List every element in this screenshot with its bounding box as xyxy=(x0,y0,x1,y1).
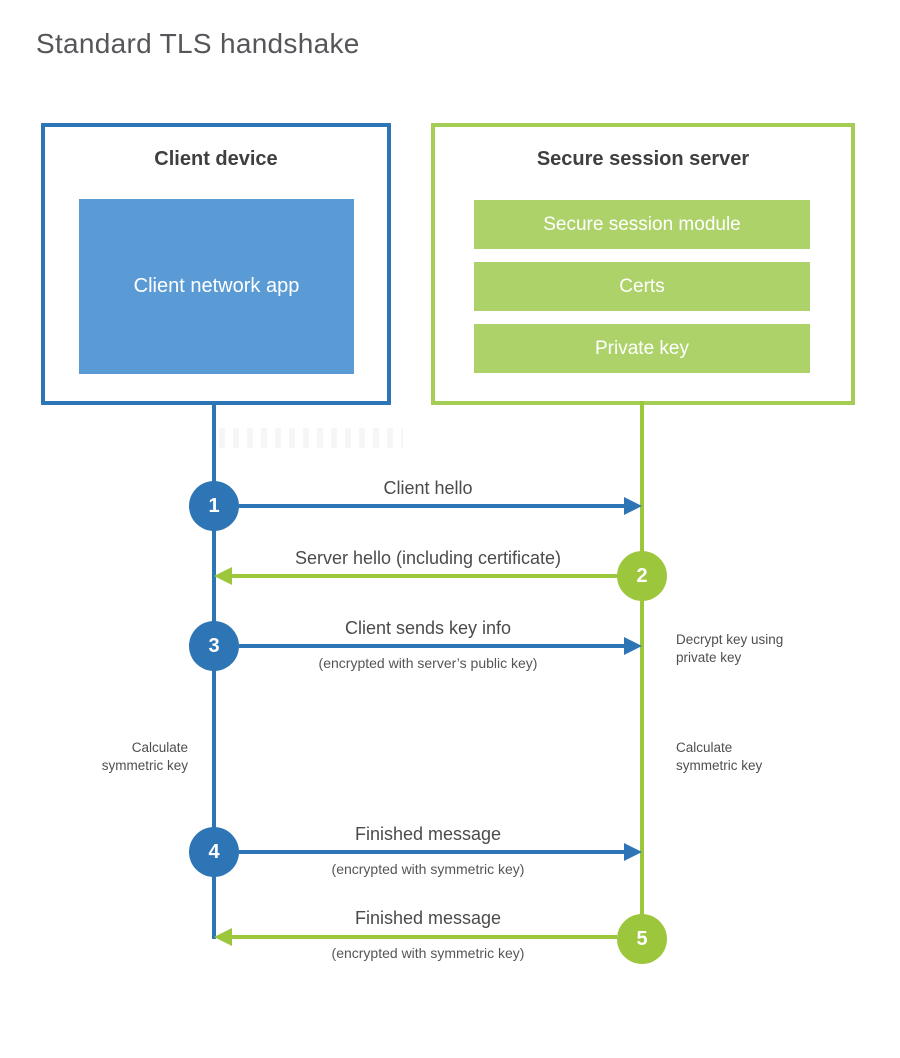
step-circle-2: 2 xyxy=(617,551,667,601)
note-decrypt-key-line2: private key xyxy=(676,649,742,665)
note-calc-left-line2: symmetric key xyxy=(101,757,188,773)
server-module-certs: Certs xyxy=(474,262,810,311)
message-2-arrow-line xyxy=(232,574,617,578)
step-circle-1: 1 xyxy=(189,481,239,531)
step-circle-3: 3 xyxy=(189,621,239,671)
note-decrypt-key-line1: Decrypt key using xyxy=(676,632,784,647)
note-calc-right-line1: Calculate xyxy=(676,740,733,755)
message-3-sublabel: (encrypted with server’s public key) xyxy=(318,655,538,671)
message-2-arrowhead-icon xyxy=(214,567,232,585)
note-decrypt-key: Decrypt key using private key xyxy=(676,631,836,666)
page-title: Standard TLS handshake xyxy=(36,28,360,59)
message-5-label: Finished message xyxy=(354,908,502,928)
note-calculate-symmetric-key-client: Calculate symmetric key xyxy=(58,739,188,774)
note-calc-right-line2: symmetric key xyxy=(676,757,763,773)
server-lifeline xyxy=(640,401,644,941)
message-2-label: Server hello (including certificate) xyxy=(294,548,562,568)
client-network-app-box: Client network app xyxy=(79,199,354,374)
message-5-sublabel: (encrypted with symmetric key) xyxy=(331,945,525,961)
message-5-arrowhead-icon xyxy=(214,928,232,946)
faint-watermark xyxy=(219,428,403,448)
message-3-label: Client sends key info xyxy=(344,618,512,638)
message-1-arrow-line xyxy=(239,504,624,508)
message-3-arrow-line xyxy=(239,644,624,648)
secure-session-server-title: Secure session server xyxy=(536,148,750,170)
message-4-arrowhead-icon xyxy=(624,843,642,861)
message-5-arrow-line xyxy=(232,935,617,939)
client-network-app-label: Client network app xyxy=(133,275,300,297)
message-3-arrowhead-icon xyxy=(624,637,642,655)
server-module-private-key: Private key xyxy=(474,324,810,373)
server-module-secure-session: Secure session module xyxy=(474,200,810,249)
client-device-title: Client device xyxy=(154,148,278,170)
note-calculate-symmetric-key-server: Calculate symmetric key xyxy=(676,739,806,774)
message-4-sublabel: (encrypted with symmetric key) xyxy=(331,861,525,877)
step-circle-4: 4 xyxy=(189,827,239,877)
note-calc-left-line1: Calculate xyxy=(131,740,188,755)
step-circle-5: 5 xyxy=(617,914,667,964)
message-4-label: Finished message xyxy=(354,824,502,844)
message-1-arrowhead-icon xyxy=(624,497,642,515)
message-1-label: Client hello xyxy=(383,478,473,498)
message-4-arrow-line xyxy=(239,850,624,854)
